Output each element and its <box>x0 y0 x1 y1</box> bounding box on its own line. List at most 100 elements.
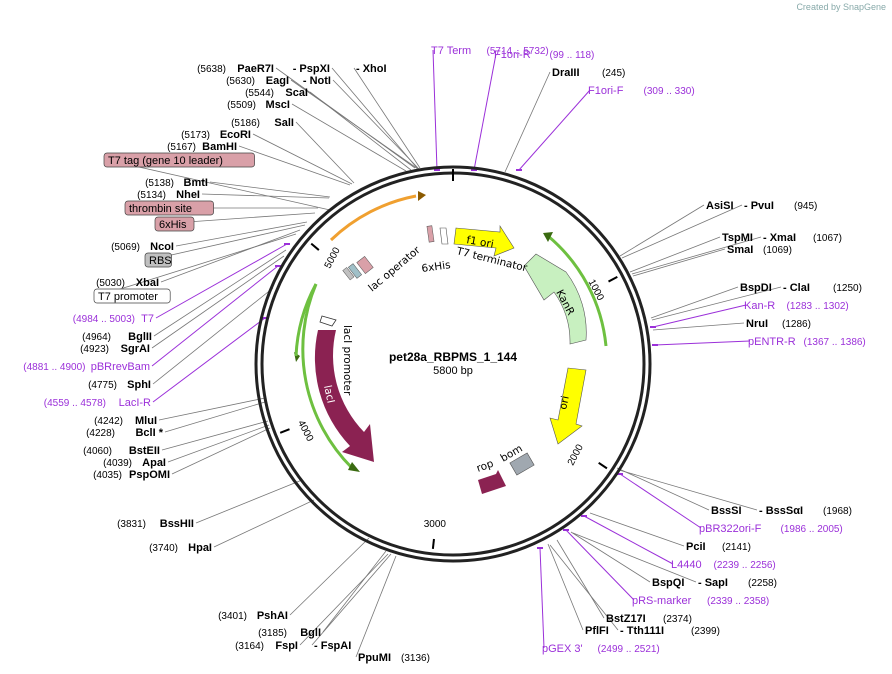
enzyme-name: BssSI <box>711 505 742 517</box>
feature-rbs-mark <box>342 267 355 281</box>
primer-position: (4984 .. 5003) <box>73 314 135 325</box>
enzyme-position: (2258) <box>748 578 777 589</box>
leader-line <box>213 499 315 548</box>
outer-labels: T7 Term(5714 .. 5732)PaeR7I(5638)- PspXI… <box>23 45 866 664</box>
enzyme-position: (5544) <box>245 88 274 99</box>
leader-line <box>583 515 674 565</box>
enzyme-name: AsiSI <box>706 200 734 212</box>
enzyme-name: EagI <box>266 75 289 87</box>
scale-tick <box>608 275 618 283</box>
scale-tick <box>598 461 608 470</box>
green-arrow-right <box>547 234 608 347</box>
leader-line <box>289 537 370 616</box>
his-feature-label: 6xHis <box>421 259 452 275</box>
feature-t7-tag-mark <box>356 256 374 274</box>
enzyme-name: PaeR7I <box>237 63 274 75</box>
enzyme-position: (1250) <box>833 283 862 294</box>
enzyme-position: (4964) <box>82 332 111 343</box>
leader-line <box>209 181 331 198</box>
primer-position: (1367 .. 1386) <box>804 337 866 348</box>
ori-label: ori <box>557 395 572 411</box>
leader-line <box>619 204 705 257</box>
leader-line <box>167 424 270 463</box>
enzyme-name: NcoI <box>150 241 174 253</box>
enzyme-name: PspOMI <box>129 469 170 481</box>
enzyme-position: (5030) <box>96 278 125 289</box>
enzyme-position: (4242) <box>94 416 123 427</box>
scale-tick-label: 3000 <box>424 519 447 530</box>
enzyme-position: (5509) <box>227 100 256 111</box>
leader-line <box>616 467 710 511</box>
enzyme-name: - FspAI <box>314 640 351 652</box>
primer-position: (2239 .. 2256) <box>714 560 776 571</box>
enzyme-name: BspQI <box>652 577 684 589</box>
enzyme-position: (4060) <box>83 446 112 457</box>
feature-box <box>124 200 214 216</box>
leader-line <box>652 304 747 328</box>
leader-line <box>299 553 389 646</box>
enzyme-position: (5186) <box>231 118 260 129</box>
enzyme-name: SgrAI <box>121 343 150 355</box>
laci-promoter-shape <box>319 315 337 327</box>
leader-line <box>158 397 266 421</box>
enzyme-name: TspMI <box>722 232 753 244</box>
enzyme-name: - SapI <box>698 577 728 589</box>
leader-line <box>164 401 266 433</box>
enzyme-name: PflFI <box>585 625 609 637</box>
scale-tick <box>279 428 290 434</box>
leader-lines <box>97 49 782 658</box>
scale-tick <box>431 538 435 550</box>
primer-name: pGEX 3' <box>542 643 583 655</box>
feature-box-label: 6xHis <box>159 219 187 231</box>
enzyme-name: - XmaI <box>763 232 796 244</box>
enzyme-position: (2399) <box>691 626 720 637</box>
leader-line <box>353 67 421 169</box>
bom-shape <box>509 452 535 476</box>
enzyme-name: HpaI <box>188 542 212 554</box>
leader-line <box>331 67 418 169</box>
enzyme-name: - BssSαI <box>759 505 803 517</box>
enzyme-name: BssHII <box>160 518 194 530</box>
enzyme-name: PshAI <box>257 610 288 622</box>
leader-line <box>547 543 584 631</box>
feature-box <box>154 216 195 232</box>
enzyme-position: (2141) <box>722 542 751 553</box>
ori-shape <box>549 367 587 445</box>
primer-position: (309 .. 330) <box>644 86 695 97</box>
primer-name: Kan-R <box>744 300 775 312</box>
leader-line <box>549 544 619 631</box>
enzyme-name: MscI <box>266 99 290 111</box>
enzyme-name: NheI <box>176 189 200 201</box>
feature-his-mark <box>347 263 363 279</box>
enzyme-position: (5173) <box>181 130 210 141</box>
enzyme-name: BstEII <box>129 445 160 457</box>
leader-line <box>201 193 330 199</box>
primer-position: (2499 .. 2521) <box>598 644 660 655</box>
laci-label: lacI <box>321 384 337 404</box>
leader-line <box>148 224 306 261</box>
rop-shape <box>478 470 506 494</box>
leader-line <box>309 91 412 171</box>
f1-ori-shape <box>453 224 515 257</box>
enzyme-name: ApaI <box>142 457 166 469</box>
enzyme-name: XbaI <box>136 277 159 289</box>
leader-line <box>473 53 497 171</box>
enzyme-name: SphI <box>127 379 151 391</box>
leader-line <box>171 427 271 475</box>
primer-name: LacI-R <box>119 397 151 409</box>
leader-line <box>589 512 685 547</box>
header-brand: Created by SnapGene <box>796 2 886 12</box>
leader-line <box>161 420 269 451</box>
enzyme-position: (4035) <box>93 470 122 481</box>
leader-line <box>570 531 651 583</box>
primer-position: (2339 .. 2358) <box>707 596 769 607</box>
leader-line <box>152 287 274 385</box>
leader-line <box>155 243 288 319</box>
enzyme-name: - ClaI <box>783 282 810 294</box>
enzyme-position: (1286) <box>782 319 811 330</box>
enzyme-name: MluI <box>135 415 157 427</box>
primer-name: L4440 <box>671 559 702 571</box>
enzyme-position: (4923) <box>80 344 109 355</box>
leader-line <box>195 479 303 524</box>
leader-line <box>504 71 551 173</box>
